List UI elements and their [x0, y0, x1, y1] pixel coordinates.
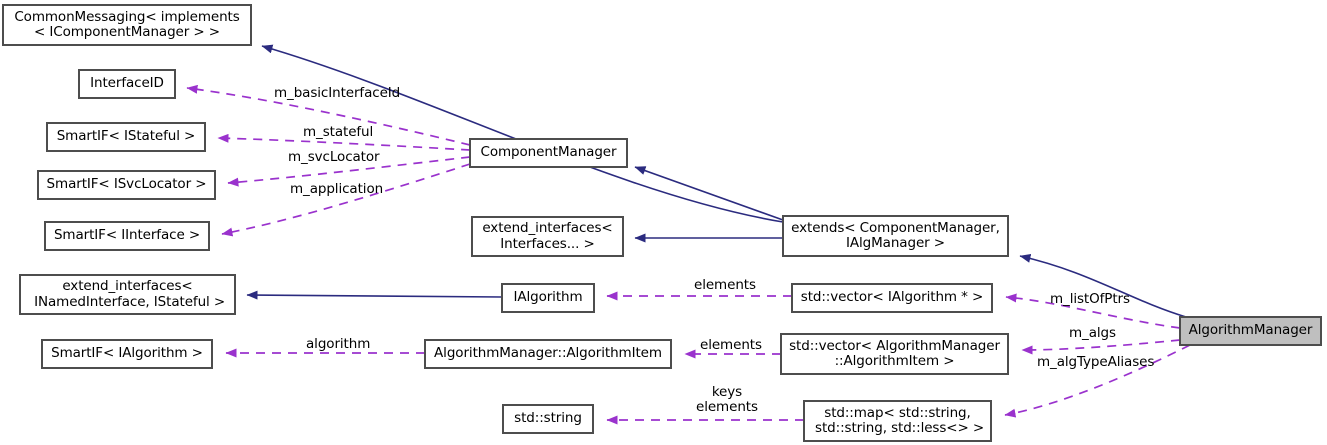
edge-label-m-application: m_application — [290, 181, 384, 197]
node-smartif-ialgorithm[interactable]: SmartIF< IAlgorithm > — [41, 339, 213, 369]
edge-label-m-svclocator: m_svcLocator — [288, 149, 380, 165]
edge-componentmanager-to-interfaceid — [186, 84, 471, 146]
edge-label-m-listofptrs: m_listOfPtrs — [1050, 291, 1130, 307]
edge-label-elements-vector-algorithmitem: elements — [700, 337, 762, 353]
edge-label-algorithm: algorithm — [306, 336, 371, 352]
node-smartif-isvclocator[interactable]: SmartIF< ISvcLocator > — [37, 170, 216, 200]
edge-label-elements-vector-ialgorithm: elements — [694, 277, 756, 293]
edge-extends-to-componentmanager — [634, 166, 784, 221]
node-algorithmmanager[interactable]: AlgorithmManager — [1179, 316, 1322, 346]
node-extend-interfaces-variadic[interactable]: extend_interfaces< Interfaces... > — [471, 216, 624, 257]
node-std-vector-ialgorithm-ptr[interactable]: std::vector< IAlgorithm * > — [791, 283, 993, 313]
node-std-string[interactable]: std::string — [502, 404, 594, 434]
edge-algorithmmanager-to-vector-ialgorithm — [1005, 293, 1181, 329]
node-extends-componentmanager-ialgmanager[interactable]: extends< ComponentManager, IAlgManager > — [782, 215, 1009, 257]
node-commonmessaging[interactable]: CommonMessaging< implements < IComponent… — [2, 4, 252, 46]
usage-edges — [186, 84, 1191, 425]
edge-algorithmmanager-to-map — [1004, 344, 1191, 418]
edge-algorithmmanager-to-vector-algorithmitem — [1021, 339, 1181, 355]
node-smartif-istateful[interactable]: SmartIF< IStateful > — [46, 122, 206, 152]
node-std-map-string-string[interactable]: std::map< std::string, std::string, std:… — [803, 400, 992, 442]
edge-label-m-basicinterfaceid: m_basicInterfaceId — [274, 85, 401, 101]
edge-label-m-algs: m_algs — [1069, 325, 1116, 341]
node-componentmanager[interactable]: ComponentManager — [469, 138, 628, 168]
node-smartif-iinterface[interactable]: SmartIF< IInterface > — [44, 221, 210, 251]
edge-componentmanager-to-smartif-isvclocator — [227, 156, 471, 187]
edge-componentmanager-to-smartif-iinterface — [221, 163, 471, 237]
node-extend-interfaces-namedinterface-istateful[interactable]: extend_interfaces< INamedInterface, ISta… — [19, 274, 236, 315]
edge-label-m-stateful: m_stateful — [303, 124, 374, 140]
edge-algorithmmanager-to-extends — [1019, 253, 1187, 318]
node-algorithmmanager-algorithmitem[interactable]: AlgorithmManager::AlgorithmItem — [424, 339, 672, 369]
node-ialgorithm[interactable]: IAlgorithm — [501, 283, 595, 313]
node-interfaceid[interactable]: InterfaceID — [78, 69, 176, 99]
edge-ialgorithm-to-extend-interfaces-named — [246, 290, 503, 300]
node-std-vector-algorithmitem[interactable]: std::vector< AlgorithmManager ::Algorith… — [780, 333, 1009, 375]
edge-label-m-algtypealiases: m_algTypeAliases — [1037, 354, 1155, 370]
edge-label-keys-elements: keys elements — [696, 384, 758, 415]
